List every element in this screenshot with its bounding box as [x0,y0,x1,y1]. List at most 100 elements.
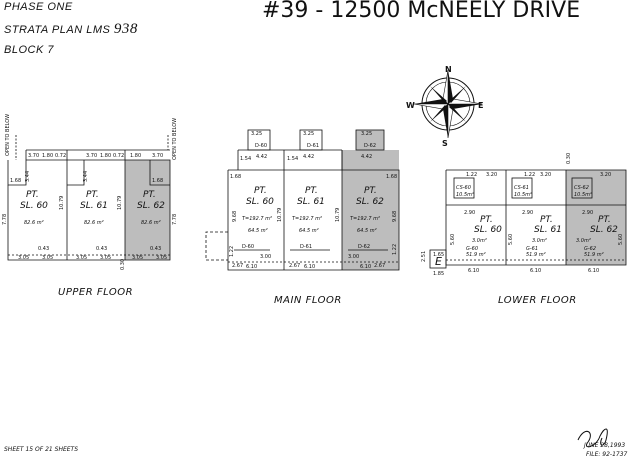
main-floor-plan [205,129,400,271]
upper-dim-20: 3.05 [156,255,167,261]
upper-dim-15: 3.05 [18,255,29,261]
main-sl61-sl: SL. 61 [297,197,325,207]
main-sl62-area: 64.5 m² [357,228,377,234]
upper-dim-11: 7.78 [2,214,8,225]
lower-sl60-sl: SL. 60 [474,225,502,235]
main-dim-6: 1.54 [287,156,298,162]
upper-dim-16: 3.05 [42,255,53,261]
lower-sl60-garea: 51.9 m² [466,252,486,258]
main-dim-17: 2.67 [232,263,243,269]
lower-sl61-g: G-61 [526,246,538,252]
main-dim-10: 1.68 [386,174,397,180]
main-dim-20: 6.10 [304,264,315,270]
lower-sl62-garea: 51.9 m² [584,252,604,258]
file-number: FILE: 92-1737 [586,451,628,458]
lower-sl61-sl: SL. 61 [534,225,562,235]
upper-dim-21: 0.43 [38,246,49,252]
upper-dim-26: 3.44 [83,171,89,182]
main-d62: D-62 [364,143,376,149]
lower-e-label: E [435,255,442,268]
lower-dim-11: 6.10 [588,268,599,274]
main-sl60-t: T=192.7 m² [242,216,272,222]
strata-plan-label: STRATA PLAN LMS 938 [4,21,138,38]
main-dim-2: 4.42 [256,154,267,160]
phase-label: PHASE ONE [4,1,73,13]
upper-dim-5: 3.70 [86,153,97,159]
upper-dim-9: 3.70 [152,153,163,159]
upper-dim-3: 1.80 [42,153,53,159]
main-d60: D-60 [255,143,267,149]
upper-dim-8: 1.80 [130,153,141,159]
upper-dim-10: 1.68 [152,178,163,184]
upper-dim-22: 0.43 [96,246,107,252]
main-sl61-pt: PT. [305,186,318,196]
main-d61: D-61 [307,143,319,149]
upper-open-to-below-2: OPEN TO BELOW [172,118,178,160]
lower-dim-5: 1.22 [524,172,535,178]
lower-cs61: CS-61 [514,185,529,191]
main-dim-9: 1.68 [230,174,241,180]
lower-dim-17: 1.85 [433,271,444,277]
surveyor-signature [577,428,608,448]
upper-floor-label: UPPER FLOOR [58,287,134,298]
upper-sl61-pt: PT. [86,190,99,200]
compass-south: S [442,139,448,148]
main-dim-4: 3.25 [303,131,314,137]
main-dim-21: 2.67 [374,263,385,269]
lower-dim-1: 3.20 [486,172,497,178]
lower-floor-plan [429,169,627,269]
lower-dim-3: 3.20 [600,172,611,178]
compass-rose: N S E W [406,65,483,148]
lower-dim-14: 5.60 [618,234,624,245]
lower-sl62-area: 3.0m² [576,238,591,244]
main-d61-rear: D-61 [300,244,312,250]
main-dim-19: 2.67 [289,263,300,269]
main-dim-13: 10.79 [335,208,341,222]
main-dim-5: 4.42 [303,154,314,160]
upper-sl61-sl: SL. 61 [80,201,108,211]
upper-dim-6: 1.80 [100,153,111,159]
lower-sl61-area: 3.0m² [532,238,547,244]
main-sl60-sl: SL. 60 [246,197,274,207]
compass-west: W [406,101,415,110]
upper-dim-19: 3.05 [132,255,143,261]
lower-cs60: CS-60 [456,185,471,191]
main-dim-18: 6.10 [246,264,257,270]
upper-sl61-area: 82.6 m² [84,220,104,226]
upper-dim-23: 0.43 [150,246,161,252]
lower-dim-18: 2.51 [421,251,427,262]
strata-plan-number: 938 [113,21,138,37]
main-sl62-pt: PT. [364,186,377,196]
compass-north: N [445,65,452,74]
main-sl61-area: 64.5 m² [299,228,319,234]
block-label: BLOCK 7 [4,44,54,56]
lower-sl62-shade [566,170,626,265]
upper-dim-25: 3.44 [25,171,31,182]
main-dim-7: 3.25 [361,131,372,137]
upper-dim-2: 3.70 [28,153,39,159]
upper-dim-17: 3.05 [76,255,87,261]
upper-sl62-sl: SL. 62 [137,201,165,211]
lower-dim-6: 2.90 [464,210,475,216]
lower-dim-16: 0.30 [566,153,572,164]
upper-open-to-below-1: OPEN TO BELOW [5,114,11,156]
main-dim-22: 6.10 [360,264,371,270]
upper-floor-plan [7,135,171,261]
main-sl60-pt: PT. [254,186,267,196]
lower-cs60-area: 10.5m² [456,192,474,198]
lower-dim-9: 6.10 [468,268,479,274]
lower-sl62-g: G-62 [584,246,596,252]
compass-east: E [478,101,483,110]
lower-cs62: CS-62 [574,185,589,191]
main-floor-label: MAIN FLOOR [274,295,342,306]
upper-sl62-shade [125,160,170,260]
main-sl62-deck-shade [356,130,384,150]
lower-dim-10: 6.10 [530,268,541,274]
lower-sl61-garea: 51.9 m² [526,252,546,258]
lower-dim-15: 1.65 [433,252,444,258]
lower-cs61-area: 10.5m² [514,192,532,198]
sheet-number: SHEET 15 OF 21 SHEETS [4,446,79,453]
lower-dim-12: 5.60 [450,234,456,245]
lower-sl60-g: G-60 [466,246,478,252]
